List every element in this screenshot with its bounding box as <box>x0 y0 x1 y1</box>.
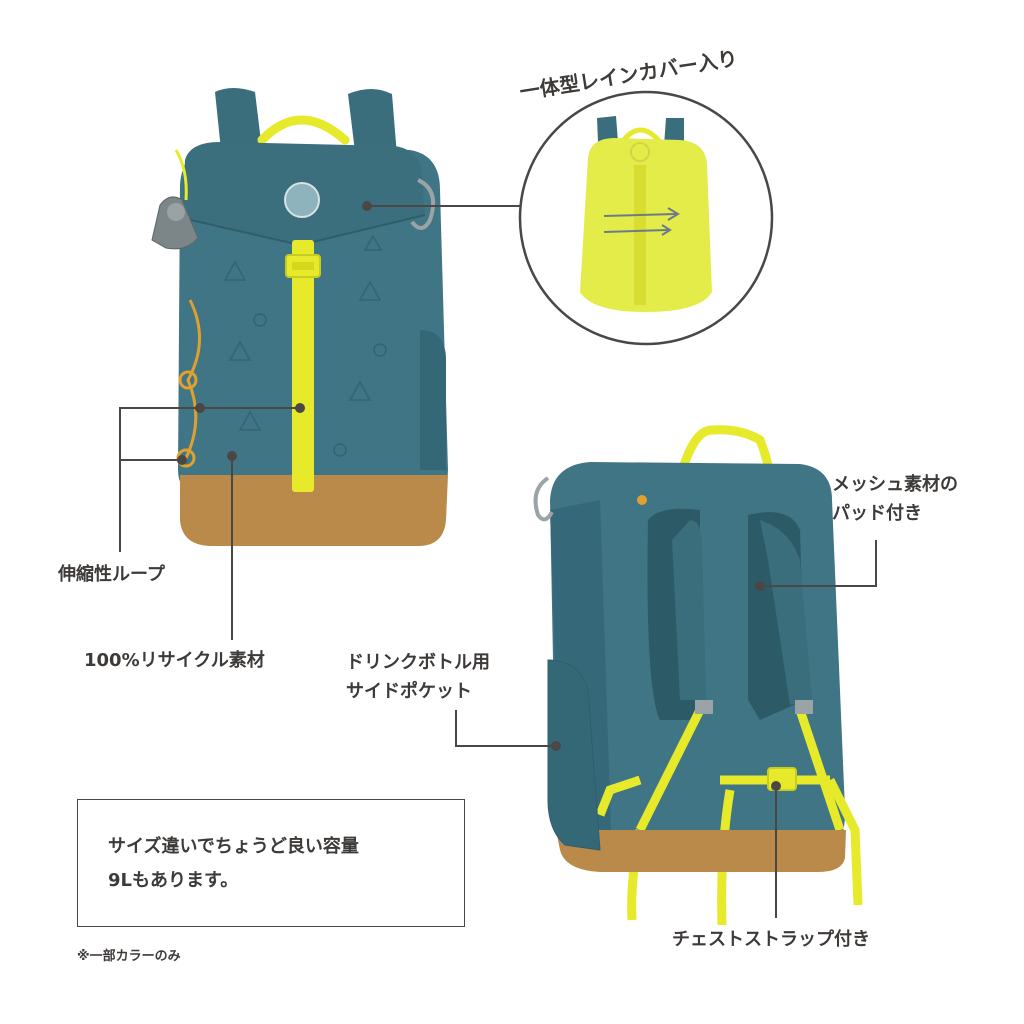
mesh-pad-line2: パッド付き <box>832 503 922 524</box>
bottle-pocket-line1: ドリンクボトル用 <box>346 652 490 673</box>
elastic-loop-label: 伸縮性ループ <box>58 564 165 585</box>
capacity-note-line2: 9Lもあります。 <box>108 870 239 891</box>
footnote: ※一部カラーのみ <box>77 949 181 964</box>
capacity-note-text: サイズ違いでちょうど良い容量 9Lもあります。 <box>108 830 359 898</box>
rain-cover-image <box>518 90 774 346</box>
front-backpack-image <box>151 88 448 546</box>
back-backpack-image <box>533 425 863 926</box>
chest-strap-label: チェストストラップ付き <box>672 929 870 950</box>
mesh-pad-label: メッシュ素材の パッド付き <box>832 470 958 528</box>
mesh-pad-line1: メッシュ素材の <box>832 474 958 495</box>
capacity-note-box: サイズ違いでちょうど良い容量 9Lもあります。 <box>77 799 465 927</box>
bottle-pocket-line2: サイドポケット <box>346 681 472 702</box>
recycled-material-label: 100%リサイクル素材 <box>84 650 265 671</box>
capacity-note-line1: サイズ違いでちょうど良い容量 <box>108 836 359 857</box>
leader-lines <box>119 201 877 918</box>
bottle-pocket-label: ドリンクボトル用 サイドポケット <box>346 648 490 706</box>
